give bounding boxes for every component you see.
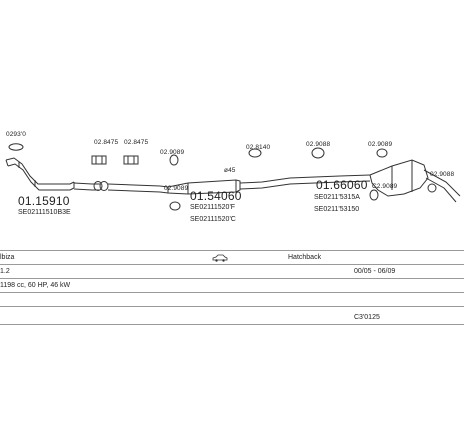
- hanger-ring-icon: [169, 201, 181, 211]
- part-label-hanger-b: 02.9089: [164, 185, 189, 192]
- front-pipe-shape: [5, 157, 75, 191]
- part-label-hanger-c: 02.9088: [306, 141, 331, 148]
- part-label-clip-a: 02.8475: [94, 139, 119, 146]
- tailpipe: [423, 169, 461, 197]
- rear-silencer-ref2: SE0211'53150: [314, 206, 360, 213]
- middle-silencer-ref1: SE02111520'F: [190, 204, 236, 211]
- front-pipe-ref: SE02111510B3E: [18, 209, 71, 216]
- catalog-code: C3'0125: [354, 314, 380, 321]
- hanger-ring-icon: [369, 189, 379, 201]
- hanger-ring-icon: [169, 154, 179, 166]
- middle-silencer-ref2: SE02111520'C: [190, 216, 236, 223]
- engine-size: 1.2: [0, 268, 10, 275]
- part-label-tail-clamp: 02.9088: [430, 171, 455, 178]
- front-pipe-number: 01.15910: [18, 194, 70, 208]
- hanger-ring-icon: [427, 183, 437, 193]
- rear-silencer-shape: [369, 159, 429, 197]
- middle-silencer-shape: [167, 179, 241, 195]
- part-label-flange-gasket: 02.8140: [246, 144, 271, 151]
- model-name: lbiza: [0, 254, 15, 261]
- clamp-icon: [123, 155, 139, 165]
- connector-pipe: [73, 182, 100, 185]
- rear-silencer-number: 01.66060: [316, 178, 368, 192]
- exhaust-drawing: [5, 143, 461, 211]
- part-label-clip-b: 02.8475: [124, 139, 149, 146]
- middle-silencer-number: 01.54060: [190, 189, 242, 203]
- hanger-ring-icon: [311, 147, 325, 159]
- year-range: 00/05 - 06/09: [354, 268, 396, 275]
- gasket-ring-icon: [8, 143, 24, 151]
- pipe-dimension: ø45: [224, 167, 236, 174]
- part-label-hanger-d: 02.9089: [368, 141, 393, 148]
- body-type: Hatchback: [288, 254, 322, 261]
- rear-pipe: [239, 174, 371, 184]
- intermediate-pipe: [107, 183, 169, 188]
- gasket-ring-icon: [248, 148, 262, 158]
- hanger-ring-icon: [376, 148, 388, 158]
- rear-silencer-ref1: SE0211'5315A: [314, 194, 360, 201]
- exhaust-diagram: 0293'0 02.8475 02.8475 02.9089 02.9089 0…: [5, 131, 461, 223]
- part-label-top-left: 0293'0: [6, 131, 26, 138]
- clamp-icon: [91, 155, 107, 165]
- part-label-hanger-e: C2.9089: [372, 183, 398, 190]
- engine-spec: 1198 cc, 60 HP, 46 kW: [0, 282, 71, 289]
- car-icon: [212, 254, 228, 262]
- part-label-hanger-a: 02.9089: [160, 149, 185, 156]
